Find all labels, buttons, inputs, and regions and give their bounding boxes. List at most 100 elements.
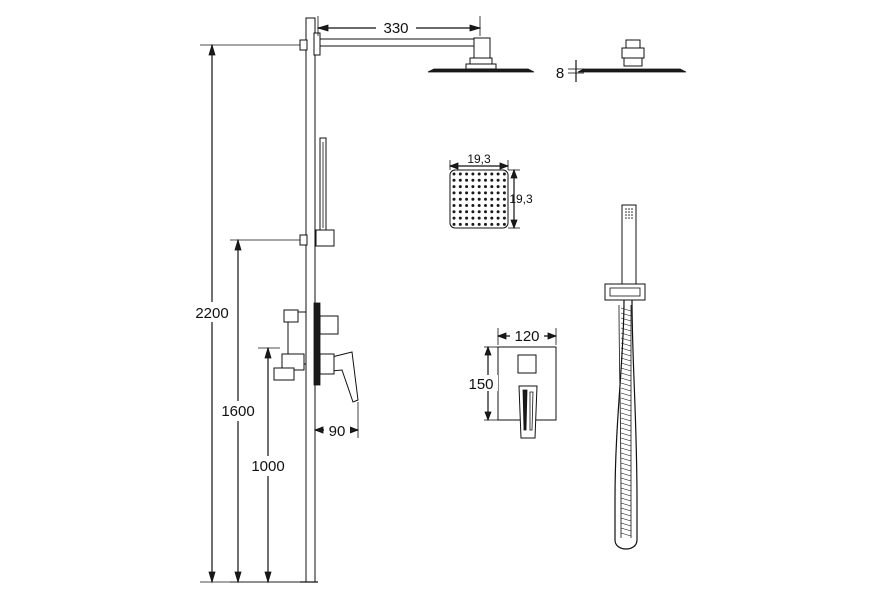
nozzle-dot bbox=[465, 216, 469, 220]
nozzle-dot bbox=[477, 210, 481, 214]
hose-hatch-line bbox=[620, 517, 632, 522]
hand-nozzle-dot bbox=[625, 214, 627, 216]
hose-hatch-line bbox=[620, 522, 632, 527]
hose-hatch-line bbox=[620, 447, 632, 452]
nozzle-dot bbox=[490, 210, 494, 214]
nozzle-dot bbox=[496, 191, 500, 195]
hose-hatch-line bbox=[620, 347, 632, 352]
nozzle-dot bbox=[465, 204, 469, 207]
hose-hatch-line bbox=[620, 372, 632, 377]
hose-hatch-line bbox=[620, 472, 632, 477]
nozzle-grid bbox=[452, 172, 506, 226]
nozzle-dot bbox=[484, 191, 487, 195]
vertical-pipe bbox=[305, 17, 316, 583]
nozzle-dot bbox=[477, 172, 481, 176]
hose-hatch-line bbox=[620, 452, 632, 457]
hose-hatch-line bbox=[620, 477, 632, 482]
nozzle-dot bbox=[502, 222, 506, 226]
mixer-front-view: 120 150 bbox=[464, 327, 558, 439]
nozzle-dot bbox=[496, 178, 500, 182]
hose-hatch-line bbox=[620, 467, 632, 472]
nozzle-dot bbox=[490, 197, 494, 201]
hose-hatch-line bbox=[620, 442, 632, 447]
hose-hatch-line bbox=[620, 532, 632, 537]
nozzle-dot bbox=[477, 197, 481, 201]
dim-mixer-depth: 90 bbox=[329, 423, 346, 440]
dim-total-height: 2200 bbox=[195, 305, 228, 322]
hand-nozzle-dot bbox=[631, 208, 633, 210]
dim-holder-height: 1600 bbox=[221, 403, 254, 420]
hand-shower-assembly bbox=[604, 204, 646, 550]
shower-head-detail: 8 bbox=[556, 39, 687, 82]
nozzle-dot bbox=[465, 210, 469, 214]
top-wall-bracket bbox=[299, 39, 308, 51]
nozzle-dot bbox=[465, 222, 469, 226]
nozzle-dot bbox=[471, 197, 475, 201]
shower-head-top-view: 19,3 19,3 bbox=[448, 152, 533, 230]
nozzle-dot bbox=[458, 172, 462, 176]
nozzle-dot bbox=[477, 191, 481, 195]
hose-hatch-line bbox=[620, 342, 632, 347]
hose-hatch-line bbox=[620, 307, 632, 312]
nozzle-dot bbox=[471, 172, 475, 176]
nozzle-dot bbox=[458, 204, 462, 207]
nozzle-dot bbox=[452, 197, 456, 201]
hose-hatch-line bbox=[620, 497, 632, 502]
hand-nozzle-dot bbox=[631, 214, 633, 216]
nozzle-dot bbox=[490, 178, 494, 182]
shower-column-side-view bbox=[273, 17, 535, 583]
nozzle-dot bbox=[465, 197, 469, 201]
nozzle-dot bbox=[465, 191, 469, 195]
lever-handle-front bbox=[518, 385, 538, 439]
nozzle-dot bbox=[484, 197, 487, 201]
nozzle-dot bbox=[490, 204, 494, 207]
dim-mixer-height: 1000 bbox=[251, 458, 284, 475]
hose-hatch-line bbox=[620, 492, 632, 497]
dimension-lines-left: 2200 1600 1000 90 330 bbox=[190, 16, 482, 584]
nozzle-dot bbox=[484, 204, 487, 207]
nozzle-dot bbox=[471, 222, 475, 226]
hose-hatch-line bbox=[620, 437, 632, 442]
nozzle-dot bbox=[477, 178, 481, 182]
nozzle-dot bbox=[496, 204, 500, 207]
nozzle-dot bbox=[496, 210, 500, 214]
wall-plate-side bbox=[313, 302, 321, 386]
nozzle-dot bbox=[484, 172, 487, 176]
nozzle-dot bbox=[490, 185, 494, 189]
nozzle-dot bbox=[471, 216, 475, 220]
nozzle-dot bbox=[458, 191, 462, 195]
nozzle-dot bbox=[484, 185, 487, 189]
hose-hatch-line bbox=[620, 357, 632, 362]
hand-shower-nozzles bbox=[625, 208, 633, 219]
nozzle-dot bbox=[477, 204, 481, 207]
hose-hatch-line bbox=[620, 457, 632, 462]
nozzle-dot bbox=[477, 222, 481, 226]
nozzle-dot bbox=[496, 197, 500, 201]
nozzle-dot bbox=[484, 210, 487, 214]
hand-nozzle-dot bbox=[628, 208, 630, 210]
head-joint-nut bbox=[465, 63, 497, 70]
hose-hatch-line bbox=[620, 417, 632, 422]
dim-plate-width: 120 bbox=[514, 328, 539, 345]
nozzle-dot bbox=[452, 185, 456, 189]
hose-hatching bbox=[620, 307, 632, 537]
nozzle-dot bbox=[502, 191, 506, 195]
hand-nozzle-dot bbox=[631, 217, 633, 219]
hose-hatch-line bbox=[620, 382, 632, 387]
hand-nozzle-dot bbox=[628, 214, 630, 216]
shower-head-side bbox=[427, 68, 535, 73]
hand-nozzle-dot bbox=[628, 211, 630, 213]
hose-hatch-line bbox=[620, 367, 632, 372]
nozzle-dot bbox=[465, 172, 469, 176]
hose-hatch-line bbox=[620, 412, 632, 417]
shower-arm bbox=[319, 38, 491, 47]
nozzle-dot bbox=[496, 172, 500, 176]
hand-nozzle-dot bbox=[625, 208, 627, 210]
hose-hatch-line bbox=[620, 397, 632, 402]
diverter-knob-side bbox=[319, 315, 339, 335]
hose-hatch-line bbox=[620, 322, 632, 327]
nozzle-dot bbox=[452, 210, 456, 214]
nozzle-dot bbox=[458, 210, 462, 214]
hose-hatch-line bbox=[620, 527, 632, 532]
hose-hatch-line bbox=[620, 387, 632, 392]
